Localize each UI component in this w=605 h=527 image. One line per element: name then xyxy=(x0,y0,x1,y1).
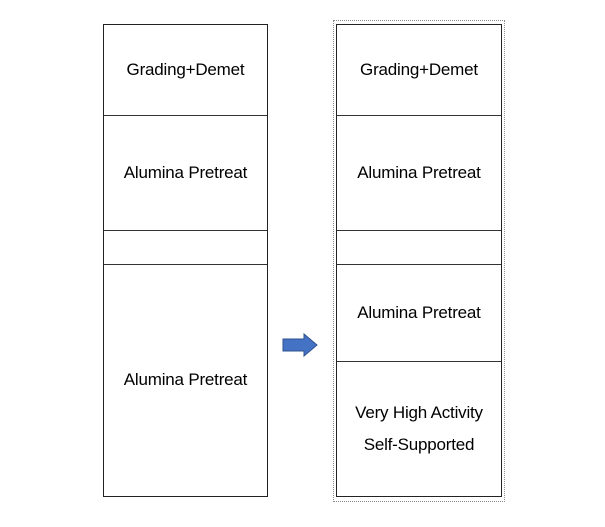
left-layer-alumina-pretreat-top-label: Alumina Pretreat xyxy=(123,163,248,182)
right-layer-alumina-pretreat-top-label: Alumina Pretreat xyxy=(357,163,481,182)
right-layer-grading-demet-label: Grading+Demet xyxy=(360,60,478,79)
right-column-outline xyxy=(333,20,505,502)
right-reactor-column: Grading+Demet Alumina Pretreat Alumina P… xyxy=(336,24,502,497)
right-layer-spacer xyxy=(337,231,501,265)
left-layer-alumina-pretreat-top: Alumina Pretreat xyxy=(104,116,267,231)
right-layer-alumina-pretreat-top: Alumina Pretreat xyxy=(337,116,501,231)
left-reactor-column: Grading+Demet Alumina Pretreat Alumina P… xyxy=(103,24,268,497)
right-layer-grading-demet: Grading+Demet xyxy=(337,25,501,116)
right-layer-very-high-activity: Very High Activity Self-Supported xyxy=(337,362,501,495)
right-layer-very-high-activity-line1: Very High Activity xyxy=(355,402,483,422)
left-layer-alumina-pretreat-bottom: Alumina Pretreat xyxy=(104,265,267,495)
left-layer-grading-demet: Grading+Demet xyxy=(104,25,267,116)
left-layer-spacer xyxy=(104,231,267,265)
right-layer-very-high-activity-line2: Self-Supported xyxy=(363,434,475,454)
right-arrow-icon xyxy=(282,333,318,357)
right-layer-alumina-pretreat-bottom: Alumina Pretreat xyxy=(337,265,501,362)
left-layer-alumina-pretreat-bottom-label: Alumina Pretreat xyxy=(123,370,248,389)
right-layer-alumina-pretreat-bottom-label: Alumina Pretreat xyxy=(357,303,481,322)
left-layer-grading-demet-label: Grading+Demet xyxy=(126,60,245,79)
